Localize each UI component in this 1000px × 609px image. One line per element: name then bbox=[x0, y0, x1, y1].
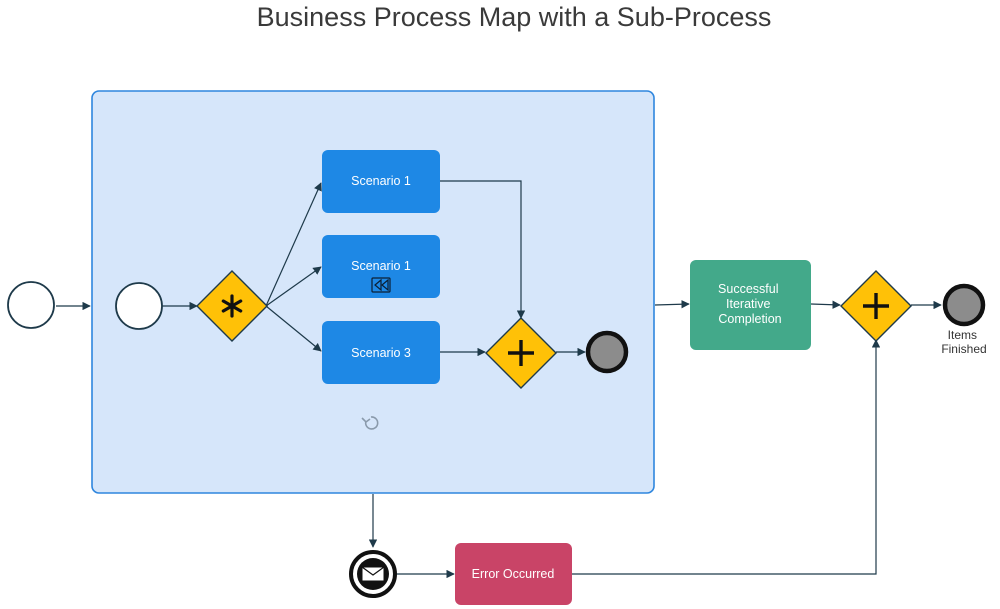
task-scenario-b[interactable]: Scenario 1 bbox=[322, 235, 440, 298]
complex-gateway[interactable] bbox=[196, 270, 268, 342]
diagram-title: Business Process Map with a Sub-Process bbox=[257, 2, 772, 32]
inner-parallel-gateway[interactable] bbox=[485, 317, 557, 389]
final-end-event[interactable] bbox=[942, 283, 986, 327]
envelope-icon bbox=[361, 566, 385, 582]
final-end-label: Items Finished bbox=[941, 328, 986, 356]
flow-gateway-to-scenario-b bbox=[265, 266, 322, 307]
loop-icon bbox=[361, 416, 379, 430]
asterisk-icon bbox=[221, 294, 243, 318]
flow-error-to-gateway bbox=[572, 339, 881, 575]
task-scenario-c[interactable]: Scenario 3 bbox=[322, 321, 440, 384]
task-error-occurred[interactable]: Error Occurred bbox=[455, 543, 572, 605]
task-success-label: Successful Iterative Completion bbox=[718, 282, 782, 326]
task-scenario-a[interactable]: Scenario 1 bbox=[322, 150, 440, 213]
flow-gateway-to-scenario-c bbox=[265, 305, 322, 352]
flow-scenario-a-to-parallel bbox=[440, 180, 526, 319]
inner-end-event[interactable] bbox=[585, 330, 629, 374]
message-event[interactable] bbox=[349, 550, 397, 598]
task-successful-iterative-completion[interactable]: Successful Iterative Completion bbox=[690, 260, 811, 350]
inner-start-event[interactable] bbox=[115, 282, 163, 330]
compensation-icon bbox=[371, 277, 391, 293]
plus-icon bbox=[508, 340, 534, 366]
task-scenario-a-label: Scenario 1 bbox=[351, 174, 411, 188]
outer-parallel-gateway[interactable] bbox=[840, 270, 912, 342]
task-error-label: Error Occurred bbox=[472, 567, 555, 581]
flow-success-to-gateway bbox=[810, 300, 841, 309]
task-scenario-b-label: Scenario 1 bbox=[351, 259, 411, 273]
plus-icon bbox=[863, 293, 889, 319]
flow-gateway-to-scenario-a bbox=[265, 182, 322, 307]
task-scenario-c-label: Scenario 3 bbox=[351, 346, 411, 360]
outer-start-event[interactable] bbox=[7, 281, 55, 329]
flow-subprocess-to-success bbox=[654, 300, 690, 309]
